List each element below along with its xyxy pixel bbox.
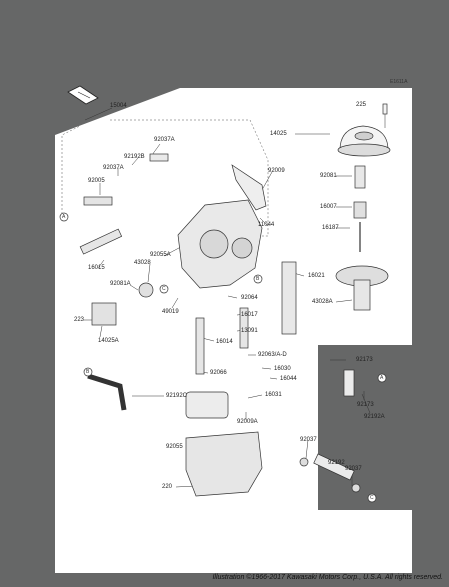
part-label-92055a[interactable]: 92055A bbox=[150, 252, 171, 258]
part-label-223[interactable]: 223 bbox=[74, 317, 85, 323]
part-label-43028a[interactable]: 43028A bbox=[312, 299, 333, 305]
part-label-92192b[interactable]: 92192B bbox=[124, 154, 145, 160]
part-label-92063[interactable]: 92063/A-D bbox=[258, 352, 287, 358]
part-label-92009[interactable]: 92009 bbox=[268, 168, 285, 174]
part-label-16031[interactable]: 16031 bbox=[265, 392, 282, 398]
part-label-16014[interactable]: 16014 bbox=[216, 339, 233, 345]
part-label-92005[interactable]: 92005 bbox=[88, 178, 105, 184]
callout-b-left-label: B bbox=[86, 369, 90, 375]
screw-225-icon bbox=[382, 103, 388, 115]
callout-c-mid-label: C bbox=[162, 286, 166, 292]
dashed-groups bbox=[61, 119, 269, 237]
part-label-92192[interactable]: 92192 bbox=[328, 460, 345, 466]
part-label-92037-low[interactable]: 92037 bbox=[300, 437, 317, 443]
part-label-220[interactable]: 220 bbox=[162, 484, 173, 490]
part-label-92009a[interactable]: 92009A bbox=[237, 419, 258, 425]
part-label-92081[interactable]: 92081 bbox=[320, 173, 337, 179]
part-label-92192a[interactable]: 92192A bbox=[364, 414, 385, 420]
callout-a-left bbox=[59, 212, 69, 222]
part-label-92037a-mid[interactable]: 92037A bbox=[103, 165, 124, 171]
part-label-14025a[interactable]: 14025A bbox=[98, 338, 119, 344]
copyright-notice: Illustration ©1966-2017 Kawasaki Motors … bbox=[212, 574, 443, 581]
part-label-92192c[interactable]: 92192C bbox=[166, 393, 188, 399]
part-label-16017[interactable]: 16017 bbox=[241, 312, 258, 318]
part-label-13091[interactable]: 13091 bbox=[241, 328, 258, 334]
drawing-code: E1611A bbox=[390, 79, 408, 85]
callout-a-right-label: A bbox=[380, 375, 384, 381]
main-panel bbox=[55, 88, 412, 573]
part-label-92066[interactable]: 92066 bbox=[210, 370, 227, 376]
callout-c-right bbox=[367, 493, 377, 503]
part-label-14025[interactable]: 14025 bbox=[270, 131, 287, 137]
front-arrow-icon bbox=[67, 85, 99, 105]
part-label-16187[interactable]: 16187 bbox=[322, 225, 339, 231]
part-label-92037-right[interactable]: 92037 bbox=[345, 466, 362, 472]
part-label-16015[interactable]: 16015 bbox=[88, 265, 105, 271]
callout-a-left-label: A bbox=[62, 214, 66, 220]
float-bowl-icon bbox=[185, 431, 263, 497]
callout-b-mid bbox=[253, 274, 263, 284]
callout-c-right-label: C bbox=[370, 495, 374, 501]
jet-16014-icon bbox=[195, 317, 205, 375]
part-label-92037a-top[interactable]: 92037A bbox=[154, 137, 175, 143]
part-label-92173-mid[interactable]: 92173 bbox=[357, 402, 374, 408]
float-icon bbox=[185, 391, 229, 419]
part-label-49019[interactable]: 49019 bbox=[162, 309, 179, 315]
callout-b-left bbox=[83, 367, 93, 377]
callout-circles bbox=[59, 212, 387, 503]
part-label-11044[interactable]: 11044 bbox=[258, 222, 275, 228]
part-label-16007[interactable]: 16007 bbox=[320, 204, 337, 210]
part-label-15004[interactable]: 15004 bbox=[110, 103, 127, 109]
part-label-92173-top[interactable]: 92173 bbox=[356, 357, 373, 363]
part-label-92081a[interactable]: 92081A bbox=[110, 281, 131, 287]
part-label-225[interactable]: 225 bbox=[356, 102, 367, 108]
spring-icon bbox=[354, 165, 366, 189]
part-label-16044[interactable]: 16044 bbox=[280, 376, 297, 382]
callout-b-mid-label: B bbox=[256, 276, 260, 282]
part-label-92064[interactable]: 92064 bbox=[241, 295, 258, 301]
callout-c-mid bbox=[159, 284, 169, 294]
part-label-16021[interactable]: 16021 bbox=[308, 273, 325, 279]
part-label-16030[interactable]: 16030 bbox=[274, 366, 291, 372]
callout-a-right bbox=[377, 373, 387, 383]
part-shapes bbox=[79, 103, 391, 497]
part-label-92055[interactable]: 92055 bbox=[166, 444, 183, 450]
part-label-43028[interactable]: 43028 bbox=[134, 260, 151, 266]
